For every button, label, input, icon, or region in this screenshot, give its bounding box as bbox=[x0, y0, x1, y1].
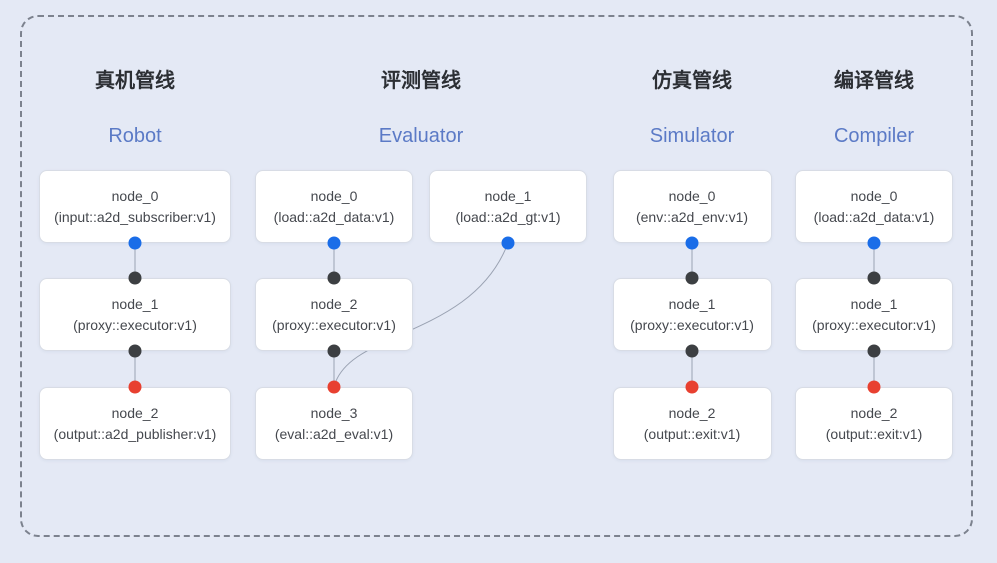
node-card-robot_n2: node_2(output::a2d_publisher:v1) bbox=[39, 387, 231, 460]
port-dot-red bbox=[867, 380, 881, 394]
pipeline-title-en-compiler: Compiler bbox=[833, 125, 915, 147]
pipeline-title-zh-robot: 真机管线 bbox=[95, 70, 175, 92]
port-dot-black bbox=[685, 271, 699, 285]
node-name: node_2 bbox=[668, 404, 716, 421]
pipeline-title-zh-compiler: 编译管线 bbox=[834, 70, 914, 92]
node-card-sim_n2: node_2(output::exit:v1) bbox=[612, 387, 772, 460]
node-type: (proxy::executor:v1) bbox=[272, 316, 396, 333]
node-name: node_0 bbox=[111, 187, 159, 204]
node-name: node_0 bbox=[850, 187, 898, 204]
pipeline-title-zh-evaluator: 评测管线 bbox=[381, 70, 461, 92]
node-card-eval_n2: node_2(proxy::executor:v1) bbox=[255, 278, 413, 351]
node-card-sim_n0: node_0(env::a2d_env:v1) bbox=[612, 170, 772, 243]
port-dot-red bbox=[685, 380, 699, 394]
port-dot-blue bbox=[128, 236, 142, 250]
node-name: node_1 bbox=[850, 295, 898, 312]
node-name: node_0 bbox=[668, 187, 716, 204]
node-type: (output::exit:v1) bbox=[643, 425, 741, 442]
node-type: (proxy::executor:v1) bbox=[812, 316, 936, 333]
port-dot-black bbox=[685, 344, 699, 358]
port-dot-black bbox=[867, 344, 881, 358]
port-dot-black bbox=[128, 271, 142, 285]
node-type: (proxy::executor:v1) bbox=[73, 316, 197, 333]
node-card-sim_n1: node_1(proxy::executor:v1) bbox=[612, 278, 772, 351]
port-dot-black bbox=[128, 344, 142, 358]
node-type: (input::a2d_subscriber:v1) bbox=[54, 208, 216, 225]
port-dot-blue bbox=[685, 236, 699, 250]
node-type: (load::a2d_gt:v1) bbox=[455, 208, 561, 225]
node-type: (proxy::executor:v1) bbox=[630, 316, 754, 333]
node-name: node_3 bbox=[310, 404, 358, 421]
pipeline-title-en-robot: Robot bbox=[108, 125, 162, 147]
node-card-comp_n2: node_2(output::exit:v1) bbox=[795, 387, 953, 460]
port-dot-black bbox=[867, 271, 881, 285]
node-name: node_1 bbox=[111, 295, 159, 312]
port-dot-blue bbox=[327, 236, 341, 250]
port-dot-black bbox=[327, 344, 341, 358]
node-name: node_2 bbox=[310, 295, 358, 312]
node-type: (load::a2d_data:v1) bbox=[273, 208, 395, 225]
node-type: (load::a2d_data:v1) bbox=[813, 208, 935, 225]
node-card-comp_n1: node_1(proxy::executor:v1) bbox=[795, 278, 953, 351]
node-card-robot_n0: node_0(input::a2d_subscriber:v1) bbox=[39, 170, 231, 243]
node-type: (output::a2d_publisher:v1) bbox=[53, 425, 217, 442]
node-name: node_2 bbox=[111, 404, 159, 421]
pipeline-title-en-simulator: Simulator bbox=[649, 125, 735, 147]
port-dot-red bbox=[128, 380, 142, 394]
pipeline-title-zh-simulator: 仿真管线 bbox=[652, 70, 732, 92]
node-card-eval_n1: node_1(load::a2d_gt:v1) bbox=[429, 170, 587, 243]
node-card-eval_n3: node_3(eval::a2d_eval:v1) bbox=[255, 387, 413, 460]
node-name: node_1 bbox=[484, 187, 532, 204]
port-dot-blue bbox=[867, 236, 881, 250]
node-card-comp_n0: node_0(load::a2d_data:v1) bbox=[795, 170, 953, 243]
port-dot-red bbox=[327, 380, 341, 394]
port-dot-blue bbox=[501, 236, 515, 250]
node-name: node_1 bbox=[668, 295, 716, 312]
node-name: node_2 bbox=[850, 404, 898, 421]
node-name: node_0 bbox=[310, 187, 358, 204]
node-card-robot_n1: node_1(proxy::executor:v1) bbox=[39, 278, 231, 351]
pipeline-title-en-evaluator: Evaluator bbox=[378, 125, 464, 147]
port-dot-black bbox=[327, 271, 341, 285]
node-type: (env::a2d_env:v1) bbox=[635, 208, 749, 225]
node-type: (eval::a2d_eval:v1) bbox=[274, 425, 394, 442]
dashed-frame bbox=[20, 15, 973, 537]
node-card-eval_n0: node_0(load::a2d_data:v1) bbox=[255, 170, 413, 243]
node-type: (output::exit:v1) bbox=[825, 425, 923, 442]
